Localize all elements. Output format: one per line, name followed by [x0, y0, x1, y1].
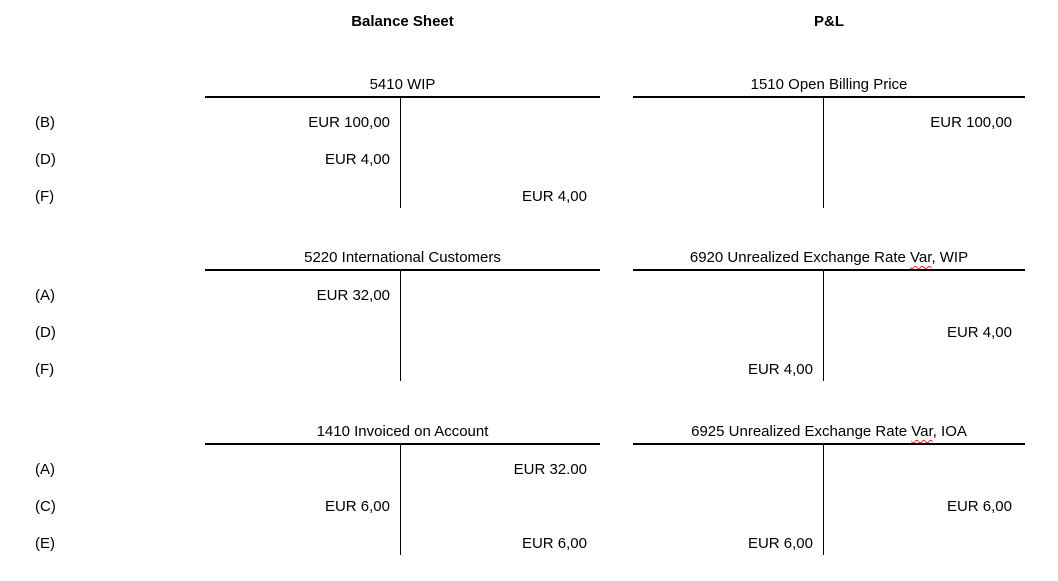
row-label: (E) [35, 535, 55, 552]
debit-amount [205, 360, 390, 380]
credit-amount [410, 497, 587, 517]
taccount-5410-wip: 5410 WIP EUR 100,00 EUR 4,00 EUR 4,00 [205, 75, 600, 209]
taccount-1510-open-billing-price: 1510 Open Billing Price EUR 100,00 [633, 75, 1025, 209]
debit-amount: EUR 32,00 [316, 287, 390, 304]
debit-amount: EUR 100,00 [308, 114, 390, 131]
credit-amount: EUR 4,00 [521, 188, 587, 205]
account-title: 5410 WIP [205, 75, 600, 96]
debit-amount [205, 460, 390, 480]
column-header-pl: P&L [814, 13, 844, 30]
taccount-horizontal-line [205, 269, 600, 271]
taccount-horizontal-line [633, 269, 1025, 271]
row-label: (F) [35, 361, 55, 378]
credit-amount: EUR 100,00 [930, 114, 1012, 131]
credit-amount [410, 286, 587, 306]
debit-amount [633, 113, 813, 133]
taccount-vertical-line [400, 96, 401, 208]
account-title-misspelled-word: Var [910, 249, 932, 266]
debit-amount [633, 286, 813, 306]
taccount-horizontal-line [205, 443, 600, 445]
debit-amount [633, 497, 813, 517]
column-header-balance-sheet: Balance Sheet [351, 13, 454, 30]
row-label: (F) [35, 188, 55, 205]
credit-amount [833, 187, 1012, 207]
credit-amount: EUR 6,00 [946, 498, 1012, 515]
debit-amount [205, 323, 390, 343]
debit-amount [633, 323, 813, 343]
account-title: 1510 Open Billing Price [633, 75, 1025, 96]
debit-amount: EUR 6,00 [324, 498, 390, 515]
taccount-5220-international-customers: 5220 International Customers EUR 32,00 [205, 248, 600, 382]
credit-amount [833, 286, 1012, 306]
credit-amount: EUR 6,00 [521, 535, 587, 552]
taccount-vertical-line [400, 269, 401, 381]
account-title-text: 5220 International Customers [304, 249, 501, 266]
taccount-horizontal-line [205, 96, 600, 98]
row-label: (B) [35, 114, 55, 131]
taccount-horizontal-line [633, 96, 1025, 98]
taccount-horizontal-line [633, 443, 1025, 445]
credit-amount [833, 534, 1012, 554]
taccount-1410-invoiced-on-account: 1410 Invoiced on Account EUR 6,00 EUR 32… [205, 422, 600, 556]
account-title: 5220 International Customers [205, 248, 600, 269]
row-label: (A) [35, 287, 55, 304]
account-title-text: , IOA [932, 423, 967, 440]
credit-amount: EUR 4,00 [946, 324, 1012, 341]
row-label: (D) [35, 324, 56, 341]
credit-amount [410, 360, 587, 380]
row-label: (D) [35, 151, 56, 168]
credit-amount [410, 323, 587, 343]
credit-amount [410, 150, 587, 170]
credit-amount [833, 150, 1012, 170]
account-title-text: 6925 Unrealized Exchange Rate [691, 423, 912, 440]
account-title: 6925 Unrealized Exchange Rate Var, IOA [633, 422, 1025, 443]
taccount-6925-unrealized-exch-rate-var-ioa: 6925 Unrealized Exchange Rate Var, IOA E… [633, 422, 1025, 556]
debit-amount [633, 187, 813, 207]
account-title-text: 1510 Open Billing Price [750, 76, 908, 93]
row-label: (A) [35, 461, 55, 478]
account-title-text: 1410 Invoiced on Account [316, 423, 489, 440]
taccount-vertical-line [823, 443, 824, 555]
account-title: 6920 Unrealized Exchange Rate Var, WIP [633, 248, 1025, 269]
row-label: (C) [35, 498, 56, 515]
taccount-vertical-line [823, 269, 824, 381]
debit-amount [633, 150, 813, 170]
account-title-text: 6920 Unrealized Exchange Rate [689, 249, 911, 266]
debit-amount [205, 187, 390, 207]
account-title: 1410 Invoiced on Account [205, 422, 600, 443]
credit-amount [410, 113, 587, 133]
debit-amount [633, 460, 813, 480]
credit-amount: EUR 32.00 [513, 461, 587, 478]
taccount-vertical-line [823, 96, 824, 208]
taccount-vertical-line [400, 443, 401, 555]
debit-amount [205, 534, 390, 554]
debit-amount: EUR 4,00 [747, 361, 813, 378]
account-title-text: 5410 WIP [369, 76, 436, 93]
account-title-text: , WIP [931, 249, 969, 266]
taccount-6920-unrealized-exch-rate-var-wip: 6920 Unrealized Exchange Rate Var, WIP E… [633, 248, 1025, 382]
debit-amount: EUR 4,00 [324, 151, 390, 168]
credit-amount [833, 460, 1012, 480]
account-title-misspelled-word: Var [911, 423, 933, 440]
debit-amount: EUR 6,00 [747, 535, 813, 552]
credit-amount [833, 360, 1012, 380]
